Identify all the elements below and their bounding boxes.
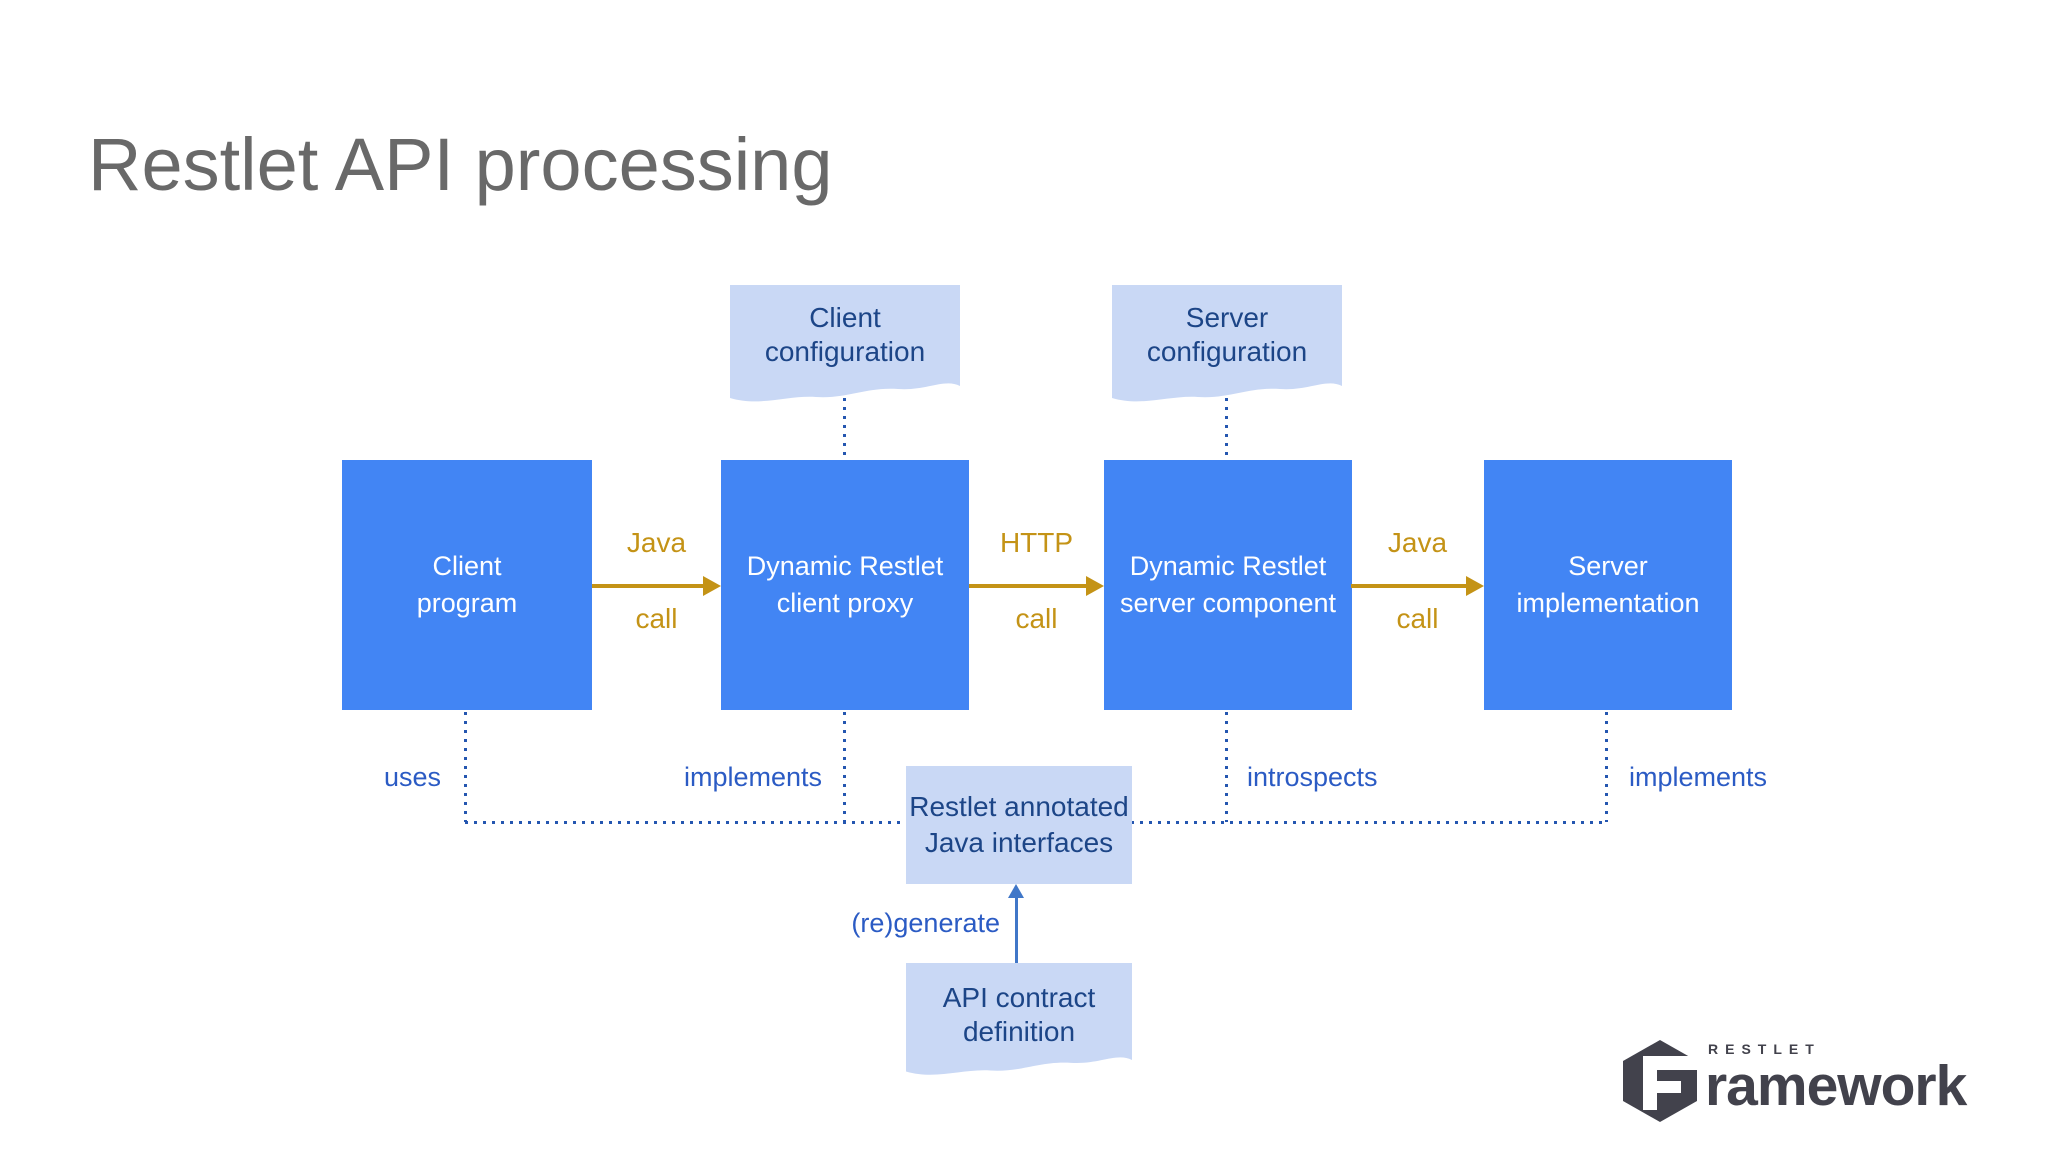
arrow-line bbox=[592, 584, 705, 588]
java-call-arrow-1: Java call bbox=[592, 526, 721, 638]
api-contract-definition-label: API contract definition bbox=[942, 982, 1096, 1047]
arrow-label-bottom: call bbox=[1396, 603, 1439, 634]
implements-label-left: implements bbox=[683, 762, 822, 792]
arrow-head-icon bbox=[1086, 576, 1104, 596]
logo-framework-text: ramework bbox=[1705, 1054, 1967, 1118]
http-call-arrow: HTTP call bbox=[969, 526, 1104, 638]
arrow-head-icon bbox=[1466, 576, 1484, 596]
dotted-connector-uses bbox=[464, 712, 467, 822]
arrow-label-top: HTTP bbox=[999, 527, 1074, 558]
dotted-connector-introspects bbox=[1225, 712, 1228, 822]
page-title: Restlet API processing bbox=[88, 123, 833, 206]
document-shape-icon bbox=[1112, 285, 1342, 402]
server-configuration-doc: Server configuration bbox=[1112, 285, 1342, 410]
logo-hexagon-f-icon bbox=[1623, 1040, 1697, 1122]
regenerate-label: (re)generate bbox=[851, 908, 1000, 938]
dotted-connector-implements-left bbox=[843, 712, 846, 822]
dynamic-restlet-client-proxy-box: Dynamic Restlet client proxy bbox=[721, 460, 969, 710]
restlet-annotated-java-interfaces-box: Restlet annotated Java interfaces bbox=[906, 766, 1132, 884]
logo-restlet-text: RESTLET bbox=[1708, 1041, 1821, 1057]
dynamic-restlet-server-component-box: Dynamic Restlet server component bbox=[1104, 460, 1352, 710]
java-call-arrow-2: Java call bbox=[1351, 526, 1484, 638]
arrow-line bbox=[969, 584, 1088, 588]
client-configuration-label: Client configuration bbox=[764, 302, 926, 367]
server-configuration-label: Server configuration bbox=[1146, 302, 1308, 367]
server-implementation-box: Server implementation bbox=[1484, 460, 1732, 710]
dotted-connector-client-config bbox=[843, 398, 846, 460]
api-contract-definition-doc: API contract definition bbox=[906, 963, 1132, 1083]
document-shape-icon bbox=[730, 285, 960, 402]
arrow-label-top: Java bbox=[1387, 527, 1448, 558]
generate-arrow bbox=[1006, 884, 1027, 963]
restlet-framework-logo: RESTLET ramework bbox=[1620, 1036, 2040, 1131]
dotted-connector-server-config bbox=[1225, 398, 1228, 460]
arrow-line bbox=[1351, 584, 1468, 588]
dotted-connector-implements-right bbox=[1605, 712, 1608, 822]
client-configuration-doc: Client configuration bbox=[730, 285, 960, 410]
client-program-box: Client program bbox=[342, 460, 592, 710]
introspects-label: introspects bbox=[1247, 762, 1378, 792]
document-shape-icon bbox=[906, 963, 1132, 1075]
arrow-label-bottom: call bbox=[635, 603, 678, 634]
arrow-head-icon bbox=[703, 576, 721, 596]
implements-label-right: implements bbox=[1629, 762, 1768, 792]
uses-label: uses bbox=[383, 762, 441, 792]
up-arrow-head-icon bbox=[1008, 884, 1024, 898]
up-arrow-shaft bbox=[1015, 896, 1018, 963]
arrow-label-bottom: call bbox=[1015, 603, 1058, 634]
arrow-label-top: Java bbox=[626, 527, 687, 558]
